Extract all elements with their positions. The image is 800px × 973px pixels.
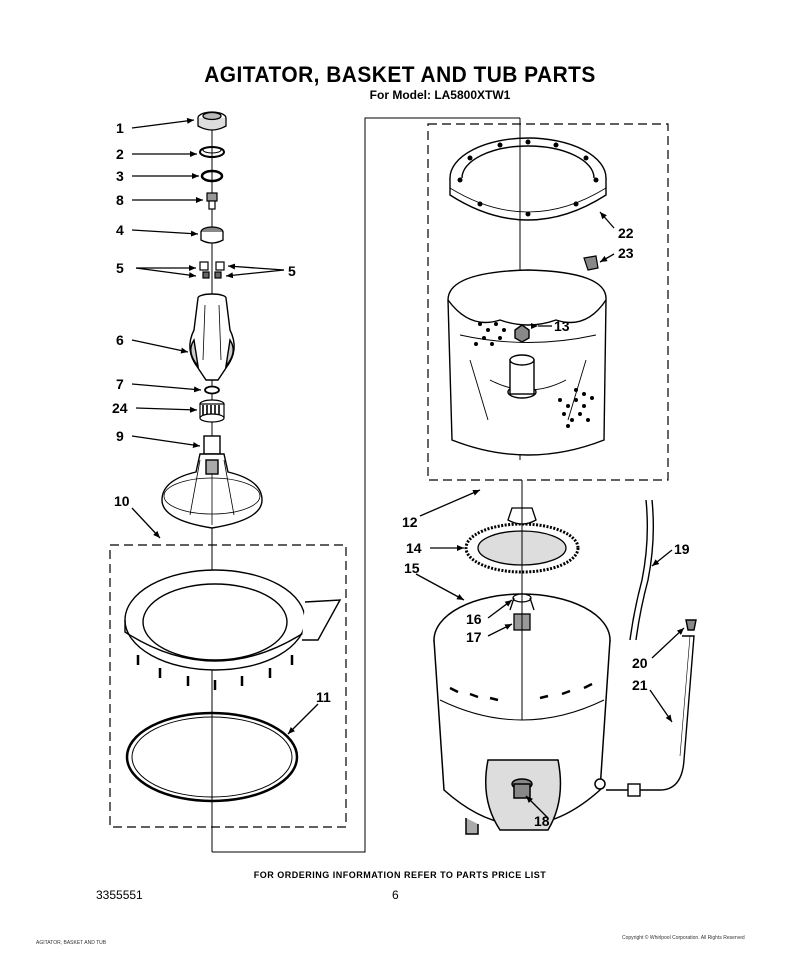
agitator-cam-part <box>200 226 224 244</box>
callout-5-left: 5 <box>116 260 124 276</box>
cap-seal-part <box>199 146 225 158</box>
callout-7: 7 <box>116 376 124 392</box>
spin-basket-part <box>447 269 607 456</box>
ordering-note: FOR ORDERING INFORMATION REFER TO PARTS … <box>253 870 547 880</box>
agitator-bolt-part <box>206 192 218 210</box>
basket-group-dashed-box <box>427 123 669 481</box>
agitator-cap-part <box>197 111 227 131</box>
agitator-barrel-part <box>189 293 235 381</box>
drive-clutch-part <box>199 399 225 423</box>
callout-22: 22 <box>618 225 634 241</box>
page-number: 6 <box>392 888 399 902</box>
page-title: AGITATOR, BASKET AND TUB PARTS <box>204 62 596 87</box>
callout-20: 20 <box>632 655 648 671</box>
basket-ring-part <box>124 569 342 690</box>
callout-4: 4 <box>116 222 124 238</box>
callout-21: 21 <box>632 677 648 693</box>
ring-group-dashed-box <box>109 544 347 828</box>
callout-2: 2 <box>116 146 124 162</box>
callout-3: 3 <box>116 168 124 184</box>
callout-13: 13 <box>554 318 570 334</box>
document-number: 3355551 <box>96 888 143 902</box>
callout-15: 15 <box>404 560 420 576</box>
callout-14: 14 <box>406 540 422 556</box>
fine-print-left: AGITATOR, BASKET AND TUB <box>36 940 107 946</box>
callout-18: 18 <box>534 813 550 829</box>
balance-ring-clip-part <box>583 255 599 271</box>
callout-8: 8 <box>116 192 124 208</box>
callout-10: 10 <box>114 493 130 509</box>
callout-6: 6 <box>116 332 124 348</box>
leader-lines <box>131 117 685 819</box>
callout-1: 1 <box>116 120 124 136</box>
callout-numbers: 1 2 3 8 4 5 5 6 7 24 9 10 11 12 13 14 15… <box>112 120 690 829</box>
callout-12: 12 <box>402 514 418 530</box>
tub-ring-seal-part <box>125 711 299 803</box>
callout-17: 17 <box>466 629 482 645</box>
fine-print-right: Copyright © Whirlpool Corporation. All R… <box>622 935 745 941</box>
cap-ring-part <box>200 169 224 183</box>
agitator-dogs-part <box>199 261 225 279</box>
assembly-connector-line <box>212 117 520 853</box>
model-subtitle: For Model: LA5800XTW1 <box>369 88 511 102</box>
drain-hose-part <box>606 619 697 797</box>
tub-seal-part <box>509 560 535 720</box>
callout-5-right: 5 <box>288 263 296 279</box>
agitator-washer-part <box>204 385 220 395</box>
balance-ring-part <box>449 118 607 460</box>
hub-nut-part <box>464 480 580 574</box>
callout-11: 11 <box>316 689 331 705</box>
callout-16: 16 <box>466 611 482 627</box>
callout-24: 24 <box>112 400 128 416</box>
pressure-hose-part <box>629 499 655 641</box>
callout-9: 9 <box>116 428 124 444</box>
callout-19: 19 <box>674 541 690 557</box>
agitator-base-part <box>161 435 263 529</box>
callout-23: 23 <box>618 245 634 261</box>
